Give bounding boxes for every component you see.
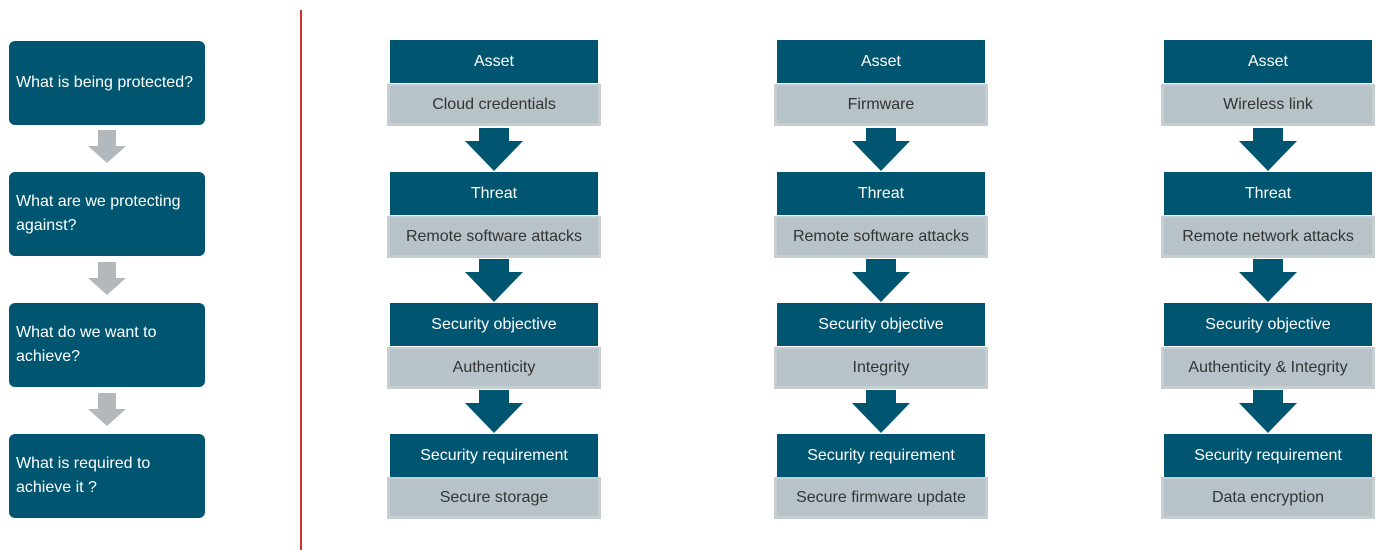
threat-value-box: Remote network attacks (1161, 216, 1375, 258)
objective-header: Security objective (1164, 303, 1372, 346)
asset-value: Cloud credentials (390, 86, 598, 123)
asset-value: Firmware (777, 86, 985, 123)
requirement-value: Secure storage (390, 479, 598, 516)
requirement-value-box: Secure storage (387, 477, 601, 519)
threat-header: Threat (390, 172, 598, 215)
requirement-header: Security requirement (777, 434, 985, 477)
down-arrow-icon (852, 259, 910, 302)
down-arrow-icon (465, 128, 523, 171)
down-arrow-icon (465, 390, 523, 433)
question-text: What is being protected? (16, 74, 193, 91)
example-column-wireless: Asset Wireless link Threat Remote networ… (1161, 0, 1375, 550)
down-arrow-icon (852, 128, 910, 171)
requirement-header: Security requirement (390, 434, 598, 477)
down-arrow-icon (465, 259, 523, 302)
asset-value-box: Cloud credentials (387, 84, 601, 126)
asset-header: Asset (390, 40, 598, 83)
objective-header: Security objective (777, 303, 985, 346)
down-arrow-icon (88, 130, 126, 163)
requirement-value-box: Secure firmware update (774, 477, 988, 519)
threat-value: Remote software attacks (390, 218, 598, 255)
down-arrow-icon (852, 390, 910, 433)
down-arrow-icon (1239, 128, 1297, 171)
question-box-achieve: What do we want to achieve? (9, 303, 205, 387)
divider-line (300, 10, 302, 550)
threat-value: Remote network attacks (1164, 218, 1372, 255)
example-column-firmware: Asset Firmware Threat Remote software at… (774, 0, 988, 550)
requirement-value: Data encryption (1164, 479, 1372, 516)
asset-value-box: Firmware (774, 84, 988, 126)
question-text: What are we protecting against? (16, 193, 181, 234)
down-arrow-icon (88, 393, 126, 426)
example-column-cloud: Asset Cloud credentials Threat Remote so… (387, 0, 601, 550)
question-text: What is required to achieve it ? (16, 455, 151, 496)
objective-value: Authenticity (390, 349, 598, 386)
question-box-protected: What is being protected? (9, 41, 205, 125)
requirement-value: Secure firmware update (777, 479, 985, 516)
down-arrow-icon (1239, 259, 1297, 302)
threat-value: Remote software attacks (777, 218, 985, 255)
objective-value-box: Authenticity (387, 347, 601, 389)
objective-value-box: Authenticity & Integrity (1161, 347, 1375, 389)
asset-value-box: Wireless link (1161, 84, 1375, 126)
question-text: What do we want to achieve? (16, 324, 157, 365)
asset-header: Asset (777, 40, 985, 83)
threat-value-box: Remote software attacks (387, 216, 601, 258)
threat-header: Threat (1164, 172, 1372, 215)
question-box-against: What are we protecting against? (9, 172, 205, 256)
down-arrow-icon (88, 262, 126, 295)
requirement-header: Security requirement (1164, 434, 1372, 477)
asset-header: Asset (1164, 40, 1372, 83)
asset-value: Wireless link (1164, 86, 1372, 123)
objective-value: Authenticity & Integrity (1164, 349, 1372, 386)
question-box-required: What is required to achieve it ? (9, 434, 205, 518)
objective-value-box: Integrity (774, 347, 988, 389)
objective-value: Integrity (777, 349, 985, 386)
threat-value-box: Remote software attacks (774, 216, 988, 258)
requirement-value-box: Data encryption (1161, 477, 1375, 519)
threat-header: Threat (777, 172, 985, 215)
objective-header: Security objective (390, 303, 598, 346)
down-arrow-icon (1239, 390, 1297, 433)
